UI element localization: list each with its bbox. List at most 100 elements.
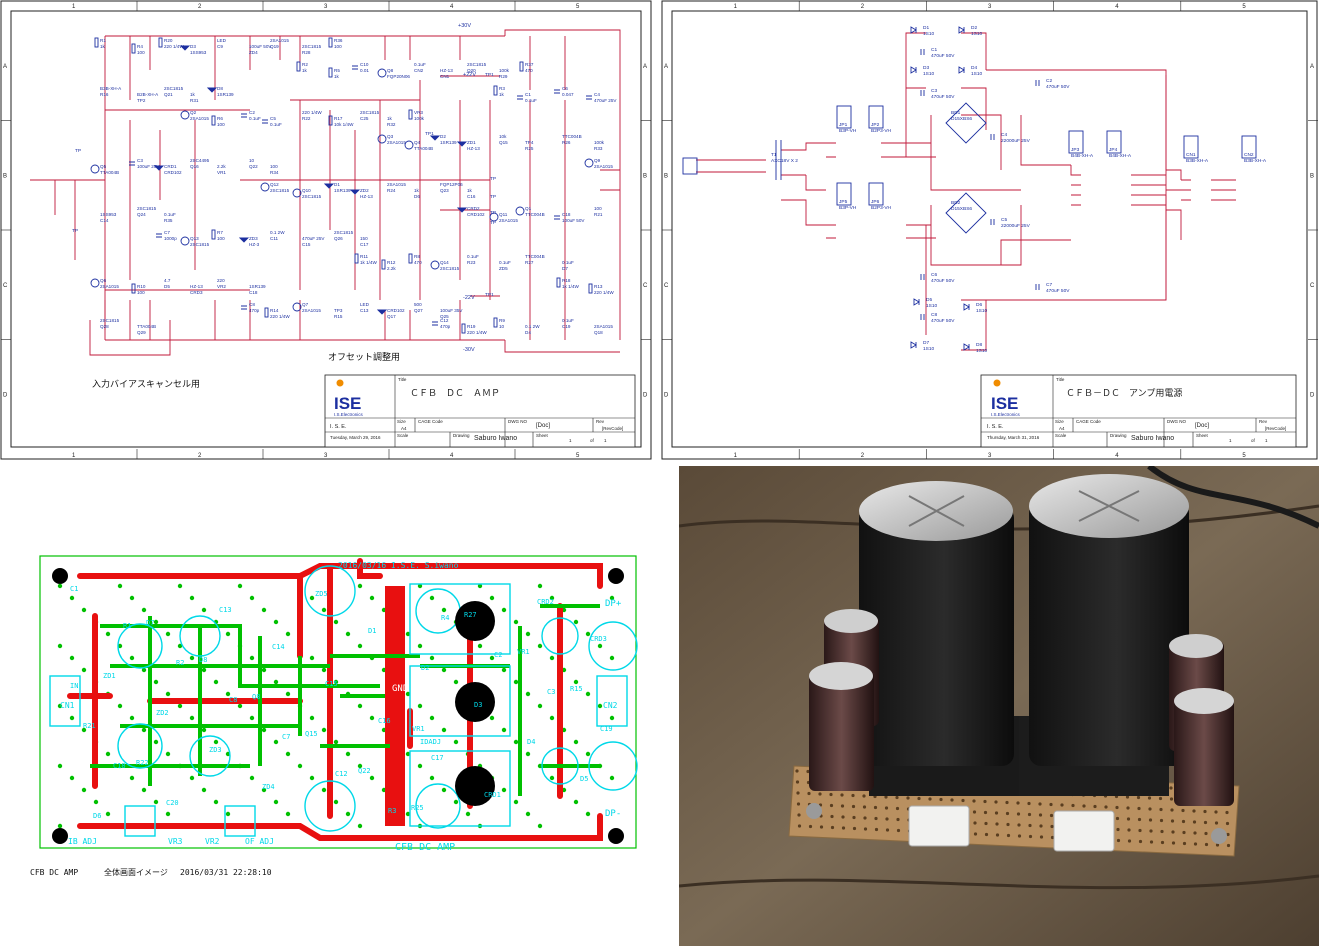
psu-rev-value: [RevCode] [1265, 426, 1286, 431]
psu-part-value: 1S10 [923, 31, 935, 37]
amp-part-value: VR1 [217, 170, 226, 175]
amp-part-value: 100uF 50V [562, 218, 585, 223]
pcb-pad [585, 751, 591, 757]
pcb-component-label: D7 [146, 619, 154, 627]
amp-part-value: Q23 [440, 188, 449, 193]
amp-part-value: C16 [467, 194, 476, 199]
pcb-component-label: C3 [547, 688, 555, 696]
psu-part-ref: JP1 [839, 122, 848, 128]
amp-component-symbols: R11kR21kR31kQ22SA1015Q32SA1015Q92SA1015Q… [72, 37, 617, 335]
amp-part-value: 470p [440, 324, 451, 329]
pcb-pad [309, 715, 315, 721]
amp-part-ref: Q11 [499, 212, 508, 217]
psu-title-label: Title [1056, 377, 1065, 382]
pcb-pad [429, 655, 435, 661]
amp-part-ref: C1 [525, 92, 531, 97]
pcb-dp-plus: DP+ [605, 599, 622, 609]
pcb-pad [81, 787, 87, 793]
amp-col-label: 4 [450, 4, 454, 10]
psu-part-ref: JP3 [1071, 147, 1080, 153]
pcb-pad [537, 643, 543, 649]
amp-part-ref: CRD102 [387, 308, 405, 313]
pcb-pad [129, 655, 135, 661]
amp-part-value: 100uF 25V [137, 164, 160, 169]
pcb-pad [129, 775, 135, 781]
psu-row-label: B [664, 173, 668, 179]
psu-col-label: 3 [988, 4, 992, 10]
amp-cage-label: CAGE Code [418, 419, 443, 424]
amp-part-ref: 100k [499, 68, 510, 73]
pcb-pad [225, 631, 231, 637]
psu-part-ref: BD1 [951, 110, 961, 116]
psu-part-value: 470uF 50V [931, 53, 955, 59]
amp-part-value: 0.01 [360, 68, 369, 73]
pcb-hole-tr [608, 568, 624, 584]
amp-test-point: TP [490, 210, 496, 216]
pcb-pad [525, 751, 531, 757]
pcb-component-label: ZD2 [156, 709, 169, 717]
psu-part-value: B3P-VH [839, 205, 857, 211]
amp-part-value: R27 [525, 260, 534, 265]
pcb-pad [537, 583, 543, 589]
amp-part-value: 2.2k [387, 266, 396, 271]
amp-part-ref: 2SC1815 [334, 230, 354, 235]
psu-part-value: 470uF 50V [931, 318, 955, 324]
pcb-pad [501, 787, 507, 793]
amp-part-value: 220 1/4W [594, 290, 614, 295]
amp-part-value: VR2 [217, 284, 226, 289]
pcb-pad [285, 631, 291, 637]
amp-part-value: 220 1/4W [164, 44, 184, 49]
pcb-hole-br [608, 828, 624, 844]
amp-part-value: R34 [270, 170, 279, 175]
pcb-pad [549, 715, 555, 721]
amp-part-ref: HZ-13 [440, 68, 453, 73]
pcb-pad [489, 715, 495, 721]
pcb-pad [357, 583, 363, 589]
pcb-pad [333, 679, 339, 685]
amp-part-ref: R37 [525, 62, 534, 67]
pcb-pad [201, 667, 207, 673]
amp-row-label: A [643, 64, 647, 70]
amp-dwg-value: [Doc] [536, 423, 550, 429]
amp-part-value: D6 [414, 194, 420, 199]
pcb-pad [189, 595, 195, 601]
pcb-pad [441, 727, 447, 733]
amp-part-ref: LED [360, 302, 370, 307]
pcb-pad [249, 715, 255, 721]
amp-logo-text: ISE [334, 394, 361, 413]
photo-cap-big-right [1029, 501, 1189, 766]
amp-part-value: R24 [387, 188, 396, 193]
psu-sheets-value: 1 [1265, 438, 1268, 443]
amp-part-value: CRD102 [467, 212, 485, 217]
pcb-component-label: R4 [441, 614, 449, 622]
pcb-pad [537, 703, 543, 709]
pcb-pad [513, 679, 519, 685]
psu-part-value: AXC18V X 2 [771, 158, 798, 164]
amp-part-ref: R8 [414, 254, 420, 259]
pcb-pad [249, 775, 255, 781]
pcb-pad [141, 667, 147, 673]
amp-part-ref: 4.7 [164, 278, 171, 283]
pcb-pad [189, 775, 195, 781]
pcb-pad [213, 739, 219, 745]
pcb-pad [165, 751, 171, 757]
photo-cap-small-2 [809, 671, 874, 791]
pcb-pad [177, 643, 183, 649]
pcb-pad [429, 595, 435, 601]
pcb-pad [141, 607, 147, 613]
pcb-component-label: D8 [199, 656, 207, 664]
amp-part-value: 2SA1015 [387, 140, 406, 145]
psu-part-value: 22000uF 25V [1001, 138, 1031, 144]
amp-part-value: Q22 [249, 164, 258, 169]
amp-part-ref: CRD1 [164, 164, 177, 169]
amp-part-value: Q19 [270, 44, 279, 49]
amp-test-point: TP1 [485, 72, 494, 78]
pcb-hole-tl [52, 568, 68, 584]
pcb-pad [609, 775, 615, 781]
amp-rail-neg22: -22V [463, 295, 475, 301]
amp-part-value: 220 1/4W [270, 314, 290, 319]
pcb-pad [201, 787, 207, 793]
pcb-component-label: CRD2 [537, 598, 554, 606]
pcb-pad [585, 631, 591, 637]
